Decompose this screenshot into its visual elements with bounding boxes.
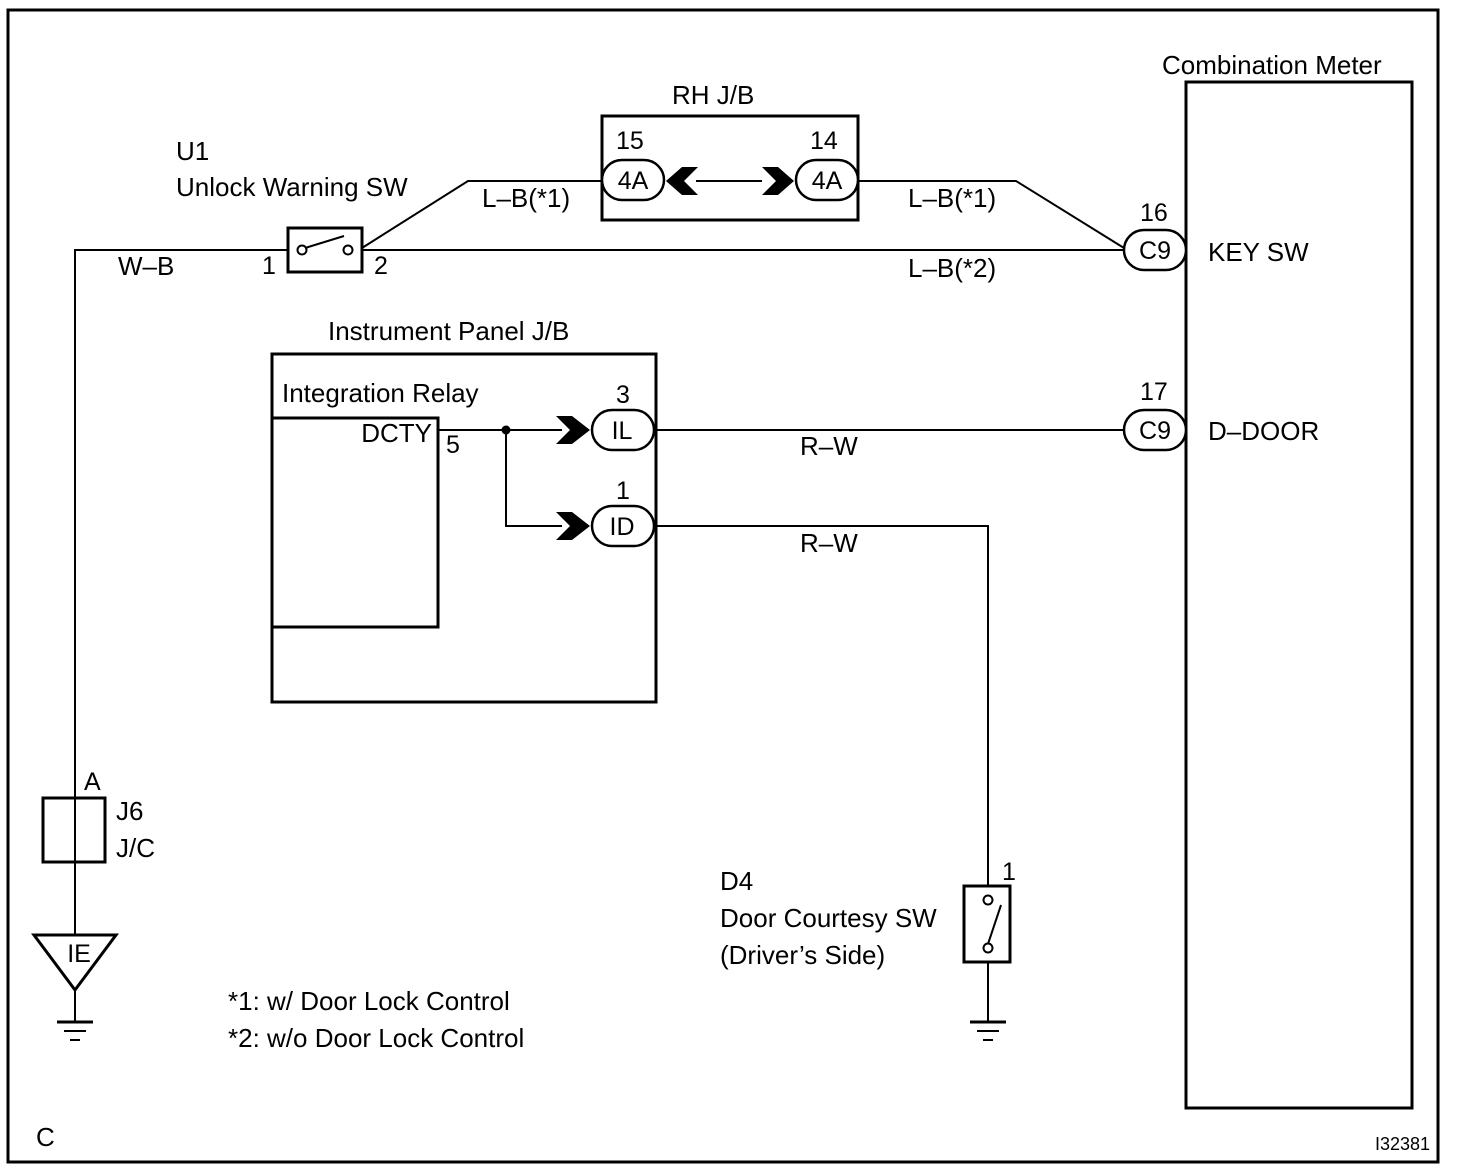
key-sw-pin: 16 — [1140, 199, 1168, 227]
combination-meter-box — [1184, 80, 1414, 1110]
door-switch-code: D4 — [720, 866, 753, 896]
jc-pin: A — [84, 768, 101, 796]
rh-jb-connector-left-label: 4A — [618, 167, 649, 195]
rh-jb-box — [600, 114, 860, 222]
ground-symbol-right — [970, 1020, 1006, 1041]
wire-label-lb1-left: L–B(*1) — [482, 183, 570, 213]
unlock-switch-pin1: 1 — [262, 252, 276, 280]
d-door-connector-label: C9 — [1139, 417, 1171, 445]
il-arrow — [556, 416, 590, 444]
ground-symbol-left — [57, 1020, 93, 1041]
wire-lb1-left — [361, 180, 602, 249]
note-2: *2: w/o Door Lock Control — [228, 1023, 524, 1053]
rh-jb-pin-right: 14 — [810, 127, 838, 155]
rh-jb-connector-left — [600, 158, 666, 202]
unlock-switch-code: U1 — [176, 136, 209, 166]
wire-label-rw-top: R–W — [800, 431, 858, 461]
diagram-frame — [6, 8, 1440, 1164]
jc-name: J/C — [116, 833, 155, 863]
unlock-switch-name: Unlock Warning SW — [176, 172, 408, 202]
switch-contact-left — [296, 244, 308, 256]
figure-id: I32381 — [1375, 1134, 1430, 1154]
integration-relay-box — [270, 416, 440, 629]
wire-lb1-right — [858, 180, 1125, 249]
rh-jb-title: RH J/B — [672, 80, 754, 110]
note-1: *1: w/ Door Lock Control — [228, 986, 510, 1016]
door-switch-side: (Driver’s Side) — [720, 940, 885, 970]
switch-contact-right — [342, 244, 354, 256]
ground-point-triangle — [31, 933, 119, 993]
wire-label-lb1-right: L–B(*1) — [908, 183, 996, 213]
il-pin: 3 — [616, 381, 630, 409]
relay-pin-5: 5 — [446, 431, 460, 459]
il-connector-label: IL — [612, 417, 633, 445]
door-switch-name: Door Courtesy SW — [720, 903, 937, 933]
rh-jb-arrow-left — [666, 167, 698, 195]
door-switch-pin: 1 — [1002, 858, 1016, 886]
rh-jb-connector-right-label: 4A — [812, 167, 843, 195]
instrument-panel-jb-title: Instrument Panel J/B — [328, 316, 569, 346]
jc-code: J6 — [116, 796, 143, 826]
splice-point — [501, 425, 511, 435]
il-connector — [590, 408, 656, 452]
id-connector — [590, 504, 656, 548]
id-arrow — [556, 512, 590, 540]
id-connector-label: ID — [610, 513, 635, 541]
key-sw-label: KEY SW — [1208, 237, 1309, 267]
key-sw-connector-label: C9 — [1139, 237, 1171, 265]
wires — [74, 180, 1125, 1022]
wire-rw-bottom — [656, 525, 989, 886]
wire-label-w-b: W–B — [118, 251, 174, 281]
corner-mark: C — [36, 1122, 55, 1152]
wire-branch-id — [505, 430, 562, 527]
id-pin: 1 — [616, 477, 630, 505]
ground-point-label: IE — [67, 940, 91, 968]
key-sw-connector — [1122, 228, 1188, 272]
relay-terminal-dcty: DCTY — [361, 418, 432, 448]
door-courtesy-switch — [962, 884, 1012, 964]
wire-w-b — [74, 249, 288, 798]
unlock-switch-pin2: 2 — [374, 252, 388, 280]
d-door-label: D–DOOR — [1208, 416, 1319, 446]
unlock-warning-switch — [286, 226, 364, 274]
d-door-pin: 17 — [1140, 378, 1168, 406]
rh-jb-pin-left: 15 — [616, 127, 644, 155]
switch-lever — [304, 235, 345, 249]
wire-label-rw-bottom: R–W — [800, 528, 858, 558]
d-door-connector — [1122, 408, 1188, 452]
rh-jb-arrow-right — [762, 167, 794, 195]
combination-meter-title: Combination Meter — [1162, 50, 1382, 80]
integration-relay-title: Integration Relay — [282, 378, 479, 408]
rh-jb-connector-right — [794, 158, 860, 202]
wire-label-lb2: L–B(*2) — [908, 253, 996, 283]
